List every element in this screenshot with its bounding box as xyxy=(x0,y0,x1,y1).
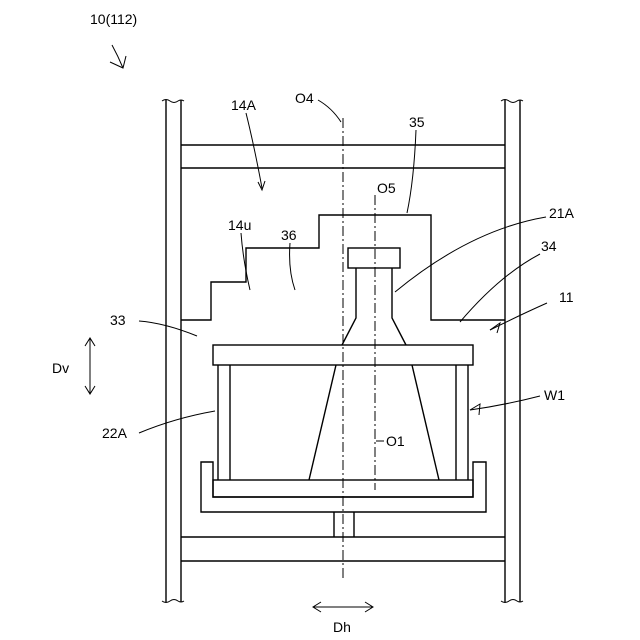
label-14u: 14u xyxy=(228,217,251,233)
label-36: 36 xyxy=(281,227,297,243)
label-O5: O5 xyxy=(377,180,396,196)
label-Dv: Dv xyxy=(52,360,69,376)
arrow-Dv xyxy=(85,338,95,394)
label-14A: 14A xyxy=(231,97,257,113)
label-35: 35 xyxy=(409,114,425,130)
bottle-21A xyxy=(342,248,406,345)
label-11: 11 xyxy=(559,289,574,305)
label-Dh: Dh xyxy=(333,619,351,635)
arrow-Dh xyxy=(313,602,373,612)
leader-lines xyxy=(110,45,547,441)
cone-body xyxy=(309,365,439,480)
right-frame-post xyxy=(501,100,523,603)
label-34: 34 xyxy=(541,238,557,254)
label-O4: O4 xyxy=(295,90,314,106)
label-W1: W1 xyxy=(544,387,565,403)
label-21A: 21A xyxy=(549,205,575,221)
label-O1: O1 xyxy=(386,433,405,449)
label-33: 33 xyxy=(110,312,126,328)
left-frame-post xyxy=(162,100,184,603)
label-figure: 10(112) xyxy=(90,11,137,27)
label-22A: 22A xyxy=(102,425,128,441)
support-shaft xyxy=(334,512,354,537)
